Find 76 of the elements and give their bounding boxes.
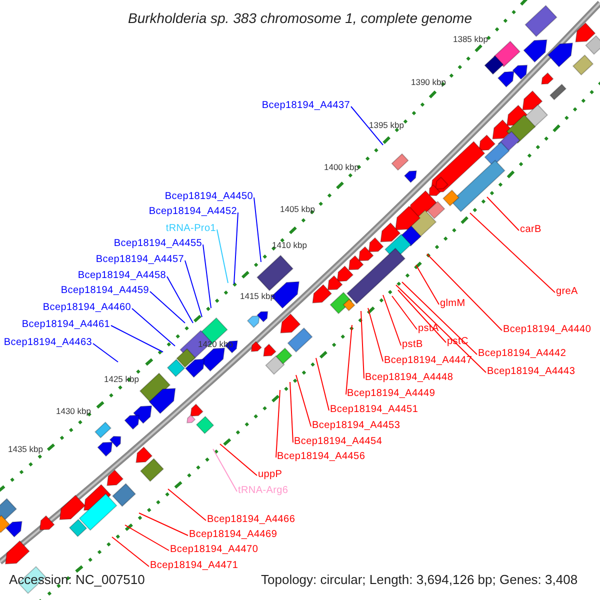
leader-line [216,229,228,284]
gene-label: Bcep18194_A4451 [330,404,418,415]
scale-label: 1435 kbp [8,444,43,454]
leader-line [168,488,206,521]
scale-label: 1410 kbp [272,240,307,250]
gene-label: Bcep18194_A4469 [189,529,278,540]
gene-label: uppP [258,469,282,480]
leader-line [360,310,364,379]
leader-line [392,296,418,330]
leader-line [346,324,352,395]
gene-label: Bcep18194_A4453 [312,420,400,431]
leader-line [382,294,402,346]
scale-label: 1390 kbp [411,77,446,87]
gene-label: Bcep18194_A4452 [148,206,237,217]
accession-label: Accession: NC_007510 [9,574,145,586]
gene-label: carB [520,224,542,235]
leader-line [296,374,312,427]
leader-line [350,106,384,146]
leader-line [166,276,194,324]
leader-line [470,212,556,293]
genome-stats-label: Topology: circular; Length: 3,694,126 bp; Genes: 3,408 [261,574,578,586]
gene-label: Bcep18194_A4466 [207,514,296,525]
gene-label: Bcep18194_A4442 [478,348,566,359]
gene-label: Bcep18194_A4447 [384,355,472,366]
leader-line [132,308,176,346]
leader-line [184,260,202,318]
leader-line [254,197,262,262]
title: Burkholderia sp. 383 chromosome 1, complete genome [127,10,473,26]
gene-label: Bcep18194_A4455 [114,238,202,249]
gene-label: greA [556,286,578,297]
gene-label: Bcep18194_A4460 [42,302,131,313]
gene-label: Bcep18194_A4458 [78,270,166,281]
gene-label: Bcep18194_A4450 [164,191,253,202]
gene-label: glmM [440,298,466,309]
leader-line [426,254,502,331]
leader-line [290,382,294,443]
leader-line [316,358,330,411]
scale-label: 1430 kbp [56,406,91,416]
gene-label: Bcep18194_A4443 [487,366,576,377]
scale-label: 1425 kbp [104,374,139,384]
gene-label: Bcep18194_A4449 [347,388,436,399]
leader-line [124,524,170,551]
leader-line [398,290,446,343]
leader-line [234,212,238,284]
gene-label: Bcep18194_A4470 [170,544,258,555]
leader-line [396,284,486,373]
gene-label: Bcep18194_A4461 [22,319,110,330]
scale-label: 1385 kbp [453,34,488,44]
gene-label: Bcep18194_A4448 [365,372,454,383]
gene-label: Bcep18194_A4440 [503,324,592,335]
leader-line [486,196,520,231]
leader-line [402,282,478,355]
gene-label: Bcep18194_A4459 [60,285,149,296]
scale-label: 1395 kbp [369,120,404,130]
leader-line [110,325,164,352]
leader-line [138,512,188,536]
leader-line [150,291,186,324]
gene-label: Bcep18194_A4471 [150,560,238,571]
leader-line [212,448,238,492]
gene-label: Bcep18194_A4437 [262,100,350,111]
gene-label: Bcep18194_A4457 [96,254,184,265]
gene-label: tRNA-Pro1 [166,223,216,234]
leader-line [202,244,212,308]
gene-label: Bcep18194_A4456 [277,451,366,462]
leader-line [112,536,150,567]
leader-line [92,343,118,362]
gene-label: Bcep18194_A4463 [4,337,92,348]
gene-label: pstB [402,339,423,350]
scale-label: 1400 kbp [324,162,359,172]
leader-line [368,308,384,362]
gene-label: tRNA-Arg6 [238,485,288,496]
leader-line [416,264,440,305]
scale-label: 1405 kbp [280,204,315,214]
gene-label: Bcep18194_A4454 [294,436,382,447]
leader-line [276,390,280,458]
leader-line [220,444,258,476]
